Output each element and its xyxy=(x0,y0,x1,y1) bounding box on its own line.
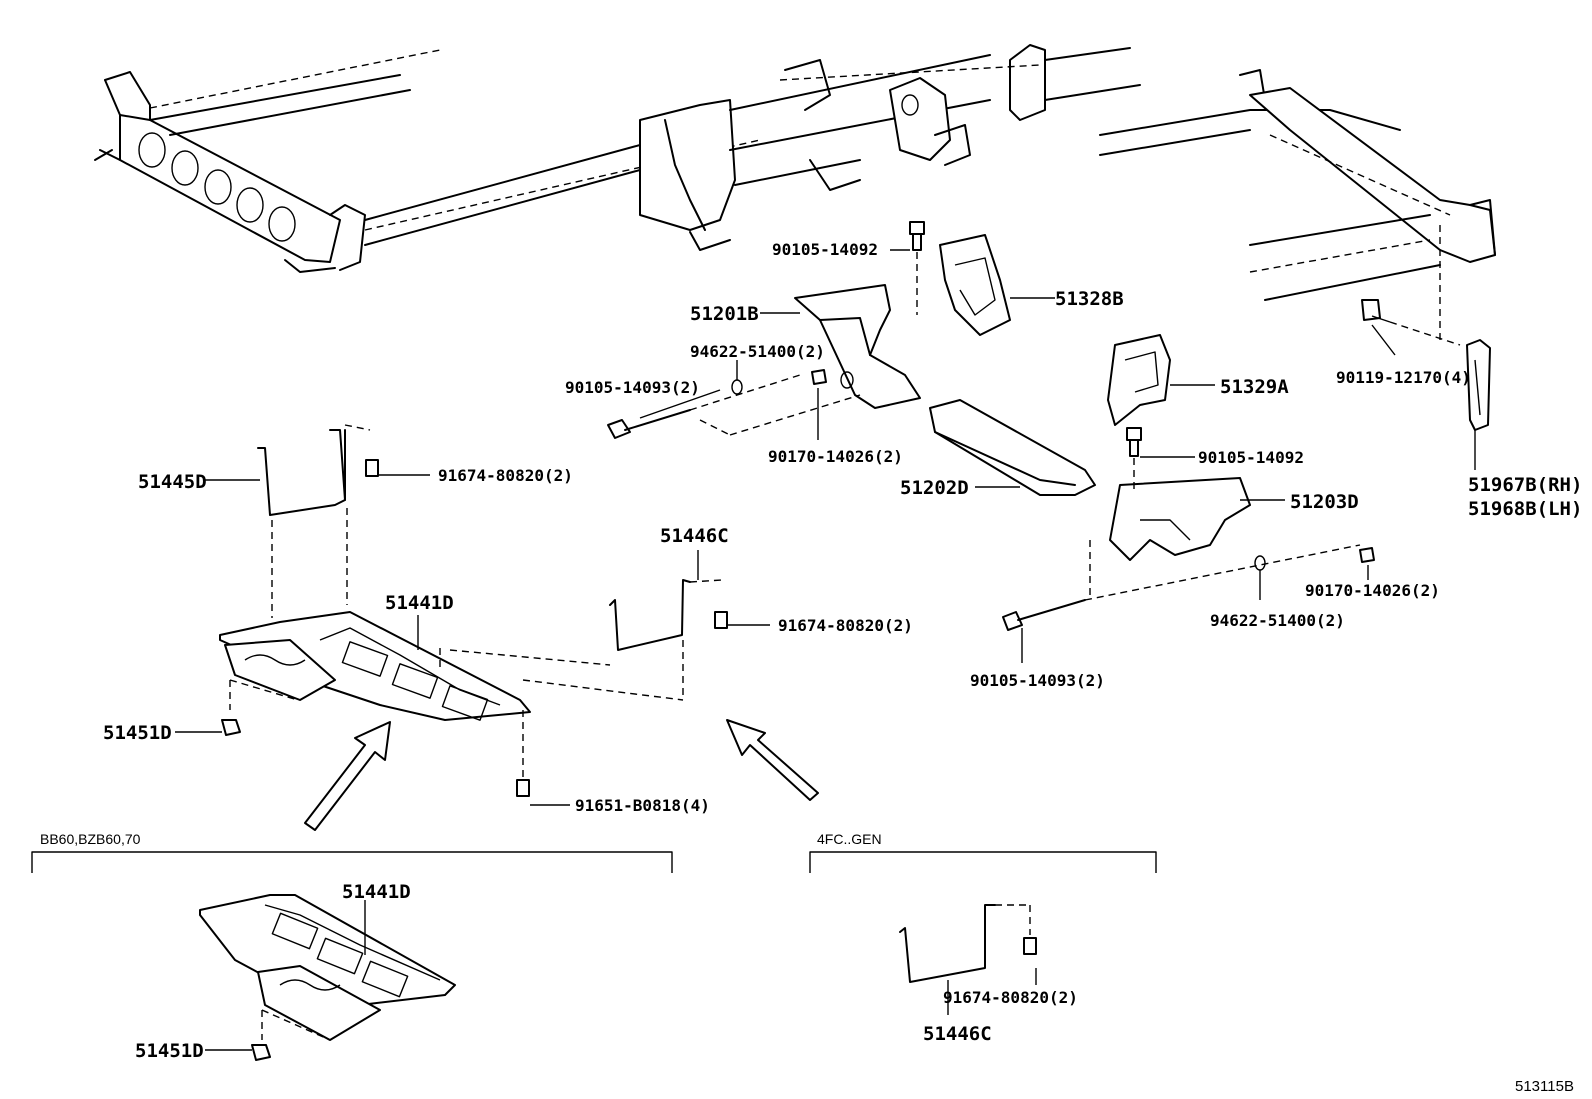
label-51967b: 51967B(RH) xyxy=(1468,474,1582,496)
leader-lines xyxy=(175,249,1476,1051)
label-90105-14093-a: 90105-14093(2) xyxy=(565,378,700,397)
bracket-51329a-graphic xyxy=(1107,334,1171,426)
label-51445d: 51445D xyxy=(138,471,207,493)
label-51203d: 51203D xyxy=(1290,491,1359,513)
label-51968b: 51968B(LH) xyxy=(1468,498,1582,520)
label-51451d-bottom: 51451D xyxy=(135,1040,204,1062)
label-51441d-bottom: 51441D xyxy=(342,881,411,903)
bracket-51203d-graphic xyxy=(1109,427,1251,561)
label-51451d-top: 51451D xyxy=(103,722,172,744)
crossmember-51202d-graphic xyxy=(929,399,1096,496)
bolt-51451d-top-graphic xyxy=(221,719,241,736)
label-91651-b0818: 91651-B0818(4) xyxy=(575,796,710,815)
undercover-51441d-bottom-graphic xyxy=(199,894,456,1061)
vehicle-frame xyxy=(94,44,1496,301)
diagram-code: 513115B xyxy=(1515,1078,1574,1095)
label-90105-14092-right: 90105-14092 xyxy=(1198,448,1304,467)
label-90119-12170: 90119-12170(4) xyxy=(1336,368,1471,387)
label-90105-14092-top: 90105-14092 xyxy=(772,240,878,259)
label-51202d: 51202D xyxy=(900,477,969,499)
label-51446c-bottom: 51446C xyxy=(923,1023,992,1045)
fastener-group-right xyxy=(1002,540,1375,631)
label-91674-80820-a: 91674-80820(2) xyxy=(438,466,573,485)
label-94622-51400-b: 94622-51400(2) xyxy=(1210,611,1345,630)
arrow-up-left xyxy=(304,721,391,831)
variant-label-left: BB60,BZB60,70 xyxy=(40,831,141,847)
label-94622-51400-a: 94622-51400(2) xyxy=(690,342,825,361)
label-90105-14093-b: 90105-14093(2) xyxy=(970,671,1105,690)
label-51329a: 51329A xyxy=(1220,376,1289,398)
arrow-up-right xyxy=(726,719,819,801)
label-51441d-top: 51441D xyxy=(385,592,454,614)
bracket-51445d-graphic xyxy=(257,424,379,618)
label-51328b: 51328B xyxy=(1055,288,1124,310)
undercover-51441d-top-graphic xyxy=(219,611,531,721)
bracket-51201b-graphic xyxy=(794,284,921,409)
label-90170-14026-a: 90170-14026(2) xyxy=(768,447,903,466)
variant-label-right: 4FC..GEN xyxy=(817,831,882,847)
hanger-51967b-graphic xyxy=(1361,225,1491,431)
bracket-51446c-bottom-graphic xyxy=(899,904,1037,983)
label-91674-80820-b: 91674-80820(2) xyxy=(778,616,913,635)
label-51446c-top: 51446C xyxy=(660,525,729,547)
bolt-90105-14092-top-graphic xyxy=(909,221,925,315)
variant-bracket-right xyxy=(809,851,1157,873)
bracket-51328b-graphic xyxy=(939,234,1011,336)
bolt-91651-b0818-graphic xyxy=(516,710,530,797)
label-90170-14026-b: 90170-14026(2) xyxy=(1305,581,1440,600)
label-91674-80820-c: 91674-80820(2) xyxy=(943,988,1078,1007)
bracket-51446c-top-graphic xyxy=(439,579,728,701)
variant-bracket-left xyxy=(31,851,673,873)
label-51201b: 51201B xyxy=(690,303,759,325)
